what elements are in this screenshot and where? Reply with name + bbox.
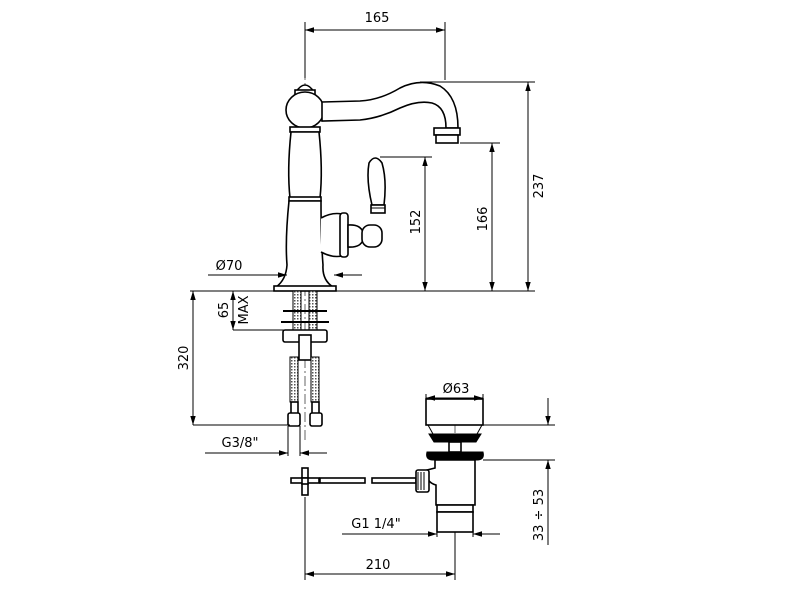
dim-handle-height: 152 [409, 210, 424, 235]
dim-max-deck-thickness: 65 [217, 302, 232, 319]
dim-tap-to-waste: 210 [366, 558, 391, 573]
dim-spout-reach: 165 [365, 11, 390, 26]
dim-hose-length: 320 [177, 346, 192, 371]
dimension-lines [190, 22, 555, 580]
dim-max-label: MAX [237, 295, 252, 324]
dim-waste-thread: G1 1/4" [351, 517, 400, 532]
faucet-drawing [273, 70, 461, 440]
pop-up-waste-drawing [290, 398, 484, 533]
dim-hose-connection: G3/8" [222, 436, 259, 451]
dim-spout-outlet-height: 166 [476, 207, 491, 232]
dim-waste-range: 33 ÷ 53 [532, 489, 547, 541]
dim-base-diameter: Ø70 [216, 259, 243, 274]
dim-waste-diameter: Ø63 [443, 382, 470, 397]
dim-total-height: 237 [532, 174, 547, 199]
